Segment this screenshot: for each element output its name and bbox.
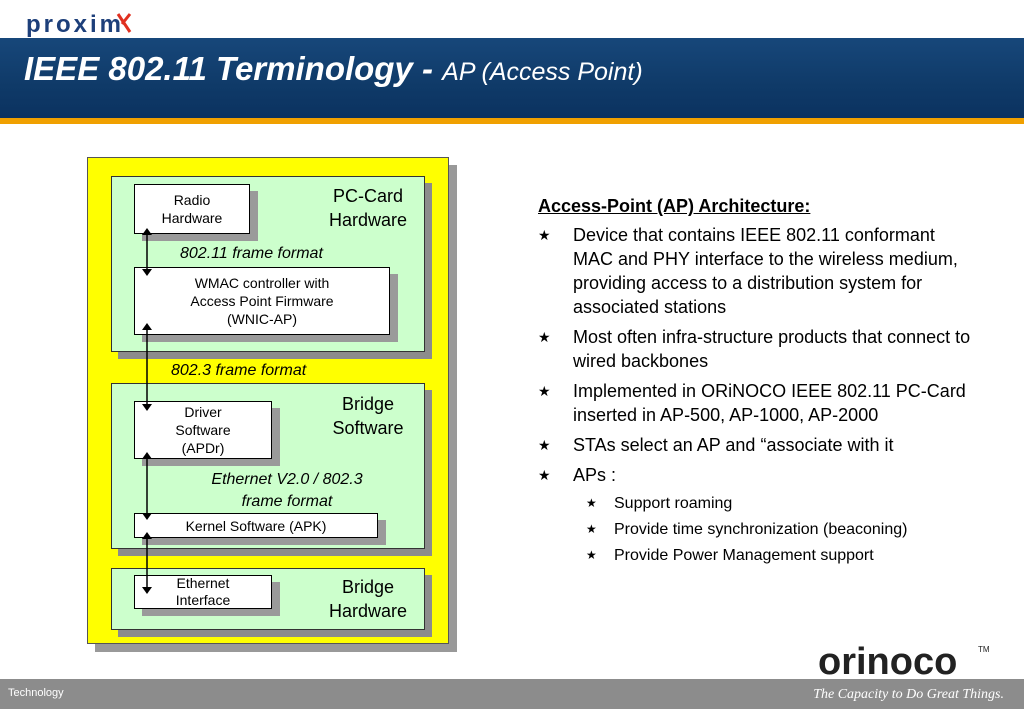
double-arrow-icon: [142, 452, 152, 520]
panel-label-line: Hardware: [328, 210, 408, 230]
star-bullet-icon: ★: [586, 522, 597, 536]
frame-label-line: frame format: [241, 493, 333, 510]
sub-bullet-text: Support roaming: [614, 495, 733, 512]
star-bullet-icon: ★: [586, 496, 597, 510]
double-arrow-icon: [142, 532, 152, 594]
panel-label-line: Hardware: [328, 601, 408, 621]
sub-bullet-text: Provide Power Management support: [614, 547, 874, 564]
sub-bullet-item: ★ Support roaming: [538, 493, 978, 514]
title-underline: [0, 118, 1024, 124]
kernel-software-box: Kernel Software (APK): [134, 513, 378, 538]
sub-bullet-text: Provide time synchronization (beaconing): [614, 521, 908, 538]
bullet-text: Device that contains IEEE 802.11 conform…: [573, 225, 958, 317]
bullet-item: ★ Implemented in ORiNOCO IEEE 802.11 PC-C…: [538, 379, 978, 427]
star-bullet-icon: ★: [538, 227, 551, 243]
frame-label-line: Ethernet V2.0 / 802.3: [211, 471, 363, 488]
box-line: (APDr): [181, 440, 225, 456]
panel-label: Bridge Hardware: [318, 575, 418, 623]
bullet-item: ★ APs :: [538, 463, 978, 487]
footer-bar: Technology The Capacity to Do Great Thin…: [0, 679, 1024, 709]
frame-label-8023: 802.3 frame format: [171, 362, 307, 379]
box-line: (WNIC-AP): [227, 311, 297, 327]
box-line: Interface: [175, 592, 231, 608]
sub-bullet-item: ★ Provide Power Management support: [538, 545, 978, 566]
footer-section-label: Technology: [8, 687, 64, 699]
bullet-item: ★ STAs select an AP and “associate with i…: [538, 433, 978, 457]
title-main: IEEE 802.11 Terminology -: [24, 50, 443, 87]
panel-label-line: Software: [332, 418, 404, 438]
panel-label-line: Bridge: [341, 394, 395, 414]
panel-label-line: PC-Card: [332, 186, 403, 206]
double-arrow-icon: [142, 323, 152, 411]
frame-label-ethernet: Ethernet V2.0 / 802.3 frame format: [200, 469, 374, 513]
sub-bullet-item: ★ Provide time synchronization (beaconing…: [538, 519, 978, 540]
box-line: Access Point Firmware: [190, 293, 334, 309]
panel-label: PC-Card Hardware: [318, 184, 418, 232]
title-bar: IEEE 802.11 Terminology - AP (Access Poi…: [0, 38, 1024, 124]
svg-text:proxim: proxim: [26, 11, 124, 38]
bullet-item: ★ Most often infra-structure products tha…: [538, 325, 978, 373]
box-line: WMAC controller with: [194, 275, 330, 291]
title-subtitle: AP (Access Point): [442, 58, 643, 86]
bullet-text: Implemented in ORiNOCO IEEE 802.11 PC-Ca…: [573, 381, 966, 425]
bullet-text: Most often infra-structure products that…: [573, 327, 971, 371]
bullet-text: STAs select an AP and “associate with it: [573, 435, 894, 455]
svg-text:TM: TM: [978, 645, 990, 654]
frame-label-80211: 802.11 frame format: [180, 245, 323, 262]
star-bullet-icon: ★: [538, 467, 551, 483]
panel-label: Bridge Software: [318, 392, 418, 440]
section-heading: Access-Point (AP) Architecture:: [538, 196, 811, 216]
box-line: Software: [175, 422, 231, 438]
box-line: Ethernet: [176, 575, 230, 591]
box-line: Radio: [173, 192, 211, 208]
star-bullet-icon: ★: [538, 437, 551, 453]
architecture-description: Access-Point (AP) Architecture: ★ Device …: [538, 195, 978, 571]
proxim-logo: proxim: [26, 11, 132, 38]
svg-text:orinoco: orinoco: [818, 641, 957, 682]
bullet-text: APs :: [573, 465, 617, 485]
box-line: Hardware: [161, 210, 223, 226]
star-bullet-icon: ★: [538, 383, 551, 399]
panel-label-line: Bridge: [341, 577, 395, 597]
star-bullet-icon: ★: [538, 329, 551, 345]
orinoco-logo: orinoco TM: [818, 641, 990, 682]
bullet-item: ★ Device that contains IEEE 802.11 confor…: [538, 223, 978, 319]
box-line: Driver: [184, 404, 222, 420]
slide-title: IEEE 802.11 Terminology - AP (Access Poi…: [24, 50, 643, 88]
star-bullet-icon: ★: [586, 548, 597, 562]
double-arrow-icon: [142, 228, 152, 276]
footer-tagline: The Capacity to Do Great Things.: [813, 687, 1004, 702]
